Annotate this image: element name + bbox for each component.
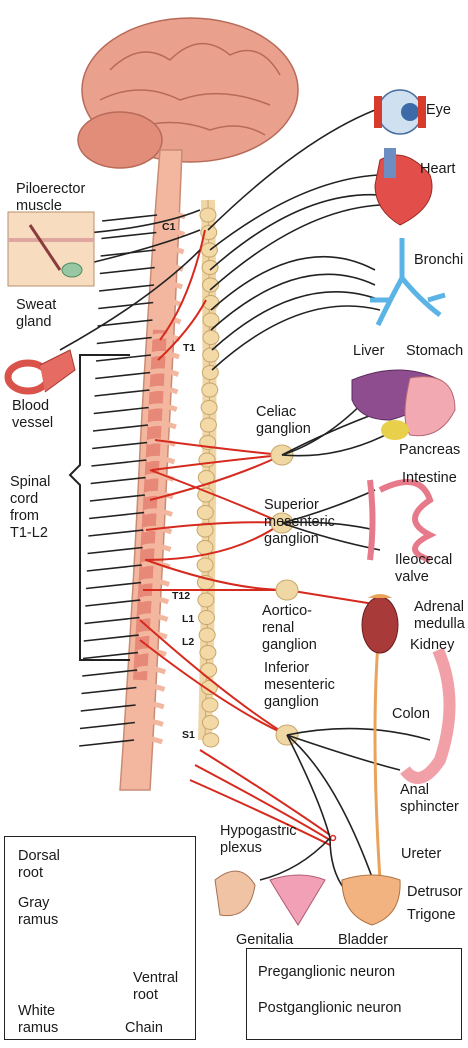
inset-label-chain: Chain [125, 1020, 163, 1037]
label-liver: Liver [353, 343, 384, 360]
adrenal-pathway [375, 620, 380, 880]
chain-ganglion [197, 558, 213, 572]
legend-panel [246, 948, 462, 1040]
label-kidney: Kidney [410, 637, 454, 654]
spinal-nerve [95, 373, 150, 379]
label-aorticorenal-ganglion: Aortico- renal ganglion [262, 603, 317, 654]
label-detrusor: Detrusor [407, 884, 463, 901]
spinal-nerve [92, 443, 147, 449]
chain-ganglion [198, 611, 214, 625]
chain-ganglion [198, 593, 214, 607]
blood-vessel [8, 350, 75, 392]
label-pancreas: Pancreas [399, 442, 460, 459]
chain-ganglion [202, 383, 218, 397]
inset-label-ventral-root: Ventral root [133, 970, 178, 1004]
chain-ganglion [199, 628, 215, 642]
chain-ganglion [202, 716, 218, 730]
chain-ganglion [197, 541, 213, 555]
chain-ganglion [202, 366, 218, 380]
label-bronchi: Bronchi [414, 252, 463, 269]
label-eye: Eye [426, 102, 451, 119]
spinal-nerve [98, 303, 153, 309]
label-heart: Heart [420, 161, 455, 178]
label-stomach: Stomach [406, 343, 463, 360]
chain-ganglion [200, 646, 216, 660]
spinal-nerve [100, 268, 155, 274]
heart [375, 148, 432, 225]
label-intestine: Intestine [402, 470, 457, 487]
label-adrenal-medulla: Adrenal medulla [414, 599, 465, 633]
chain-ganglion [201, 243, 217, 257]
spinal-nerve [90, 495, 145, 501]
chain-ganglion [200, 208, 216, 222]
chain-ganglion [202, 698, 218, 712]
label-bladder: Bladder [338, 932, 388, 949]
inset-label-dorsal-root: Dorsal root [18, 848, 60, 882]
label-anal-sphincter: Anal sphincter [400, 782, 459, 816]
label-hypogastric-plexus: Hypogastric plexus [220, 823, 297, 857]
chain-ganglion [199, 453, 215, 467]
cerebellum [78, 112, 162, 168]
chain-ganglion [201, 401, 217, 415]
eye [374, 90, 426, 134]
label-piloerector-muscle: Piloerector muscle [16, 181, 85, 215]
chain-ganglion [202, 261, 218, 275]
spinal-nerve [91, 460, 146, 466]
intestine [370, 480, 430, 560]
skin-section [8, 212, 94, 286]
chain-ganglion [197, 506, 213, 520]
label-colon: Colon [392, 706, 430, 723]
label-s1: S1 [182, 730, 195, 741]
spinal-nerve [99, 285, 154, 291]
chain-ganglion [203, 331, 219, 345]
genitalia [215, 871, 325, 925]
spinal-nerve [93, 425, 148, 431]
chain-ganglion [200, 418, 216, 432]
label-blood-vessel: Blood vessel [12, 398, 53, 432]
legend-preganglionic: Preganglionic neuron [258, 964, 395, 981]
label-celiac-ganglion: Celiac ganglion [256, 404, 311, 438]
label-genitalia: Genitalia [236, 932, 293, 949]
spinal-nerve [91, 478, 146, 484]
label-inferior-mesenteric-ganglion: Inferior mesenteric ganglion [264, 660, 335, 711]
label-c1: C1 [162, 222, 175, 233]
bladder [342, 875, 400, 925]
label-trigone: Trigone [407, 907, 456, 924]
spinal-nerve [101, 233, 156, 239]
spinal-nerve [95, 390, 150, 396]
spinal-nerve [94, 408, 149, 414]
liver-stomach [352, 370, 455, 440]
label-ureter: Ureter [401, 846, 441, 863]
label-superior-mesenteric-ganglion: Superior mesenteric ganglion [264, 497, 335, 548]
label-l2: L2 [182, 637, 194, 648]
brain [78, 18, 298, 168]
chain-ganglion [203, 348, 219, 362]
label-sweat-gland: Sweat gland [16, 297, 56, 331]
legend-postganglionic: Postganglionic neuron [258, 1000, 402, 1017]
label-l1: L1 [182, 614, 194, 625]
spinal-nerve [89, 513, 144, 519]
label-ileocecal-valve: Ileocecal valve [395, 552, 452, 586]
label-t1: T1 [183, 343, 195, 354]
label-t12: T12 [172, 591, 190, 602]
inset-label-gray-ramus: Gray ramus [18, 895, 58, 929]
label-spinal-cord: Spinal cord from T1-L2 [10, 474, 50, 542]
spinal-nerve [102, 215, 157, 221]
inset-label-white-ramus: White ramus [18, 1003, 58, 1037]
spinal-bracket [70, 355, 130, 660]
spinal-nerve [97, 338, 152, 344]
chain-ganglion [203, 733, 219, 747]
